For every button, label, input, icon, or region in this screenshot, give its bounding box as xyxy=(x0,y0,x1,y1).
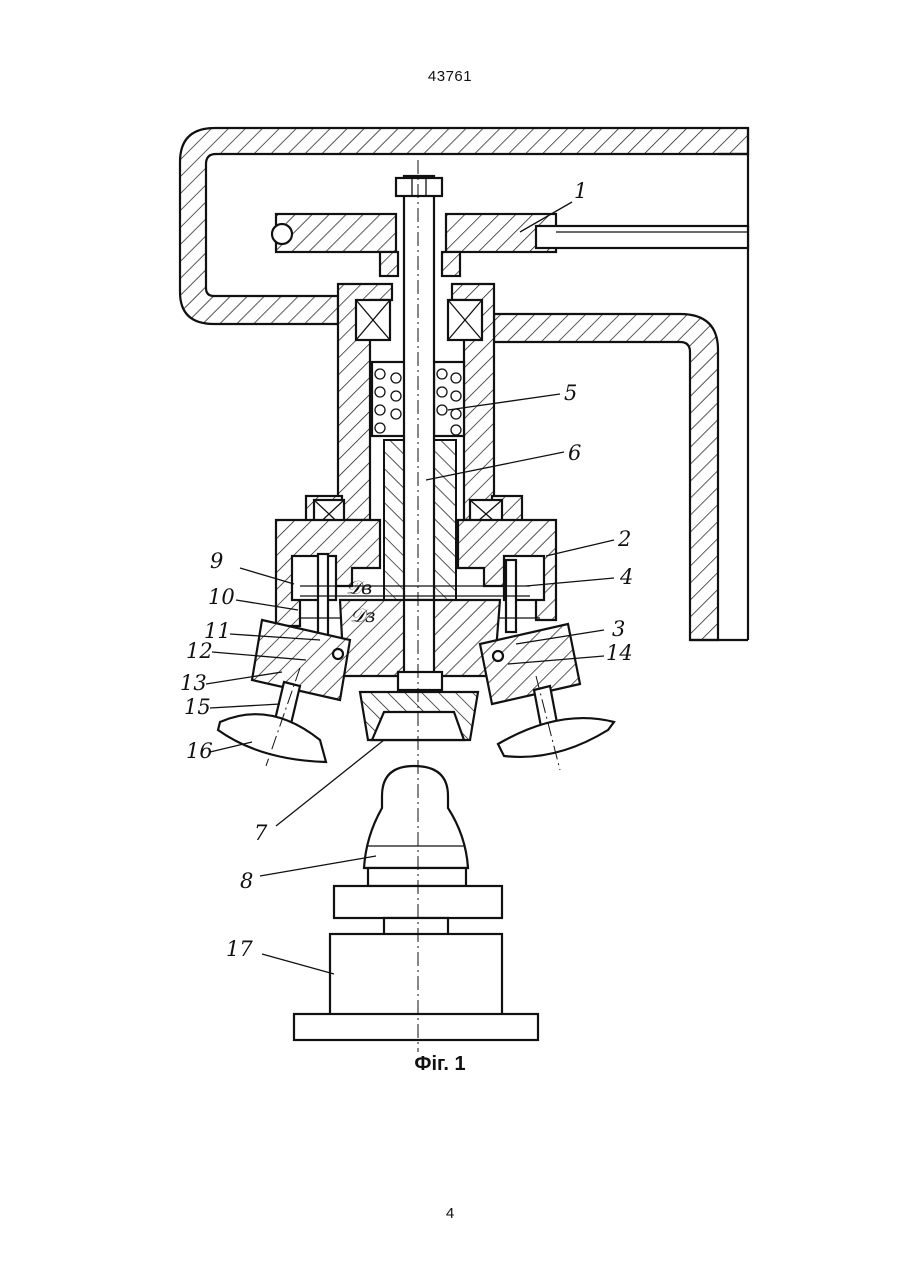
callout-15: 15 xyxy=(184,695,211,719)
callout-10: 10 xyxy=(208,585,235,609)
callout-16: 16 xyxy=(186,739,213,763)
cap-holder xyxy=(360,692,478,740)
callout-5: 5 xyxy=(564,381,577,405)
callout-1: 1 xyxy=(574,179,587,203)
callout-12: 12 xyxy=(186,639,213,663)
callout-13: 13 xyxy=(180,671,207,695)
drive-disc xyxy=(272,214,748,252)
page-number: 4 xyxy=(0,1205,900,1222)
dimension-label-outer: 𝒟в xyxy=(346,577,372,599)
callout-4: 4 xyxy=(619,565,633,589)
callout-6: 6 xyxy=(568,441,581,465)
callout-7: 7 xyxy=(254,821,268,845)
callout-8: 8 xyxy=(240,869,253,893)
dimension-label-inner: 𝒟з xyxy=(350,605,376,627)
figure-caption: Фіг. 1 xyxy=(380,1053,500,1076)
support-table xyxy=(294,886,538,1040)
callout-14: 14 xyxy=(606,641,633,665)
callout-2: 2 xyxy=(617,527,631,551)
callout-3: 3 xyxy=(612,617,625,641)
callout-17: 17 xyxy=(226,937,253,961)
callout-9: 9 xyxy=(210,549,223,573)
bottle xyxy=(364,766,468,886)
